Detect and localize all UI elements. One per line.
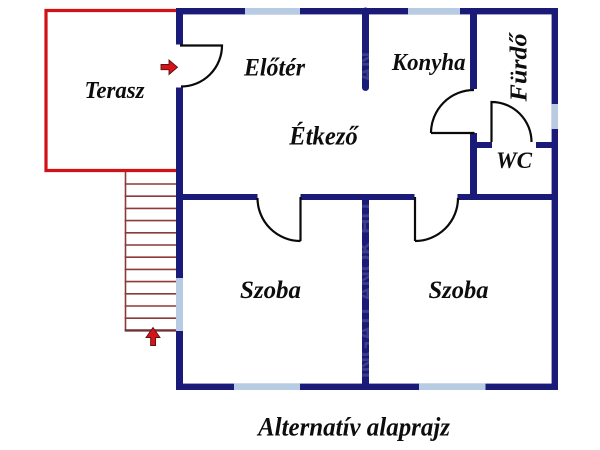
svg-text:Konyha: Konyha [391,49,466,76]
svg-text:Előtér: Előtér [243,55,305,82]
svg-text:Fürdő: Fürdő [507,31,533,102]
svg-text:Szoba: Szoba [429,277,489,304]
svg-text:WC: WC [496,148,533,173]
svg-text:INGATLANOK.HU: INGATLANOK.HU [355,203,378,378]
svg-text:Étkező: Étkező [288,121,359,151]
svg-text:Terasz: Terasz [85,77,145,104]
svg-text:Szoba: Szoba [240,277,301,304]
svg-text:LAN: LAN [355,52,378,95]
svg-text:Alternatív alaprajz: Alternatív alaprajz [256,412,451,442]
